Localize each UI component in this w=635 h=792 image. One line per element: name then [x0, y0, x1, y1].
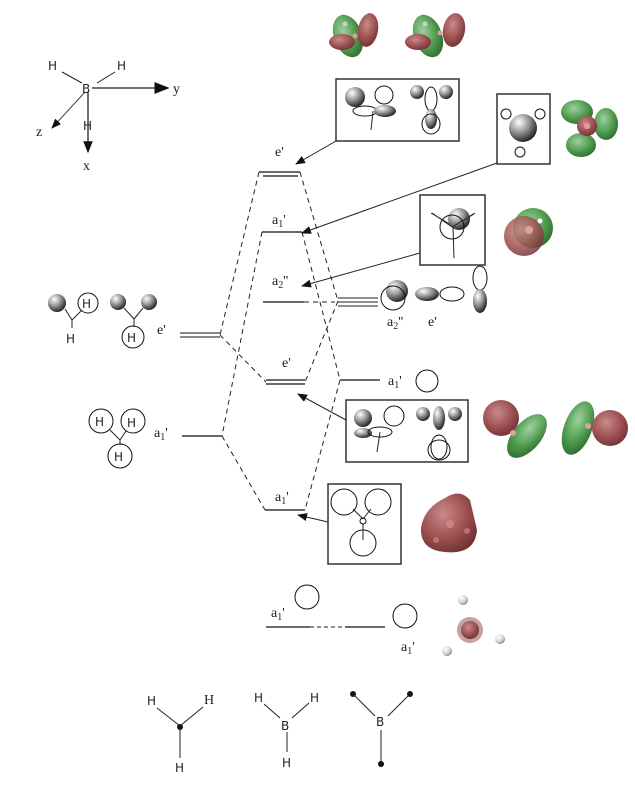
arrow-a1-prime-top	[301, 162, 498, 234]
atom-h: H	[117, 59, 126, 73]
isosurface-a1-prime-bottom	[420, 493, 477, 553]
atom-b: B	[82, 82, 90, 96]
svg-text:H: H	[310, 691, 319, 705]
svg-text:H: H	[66, 332, 75, 346]
atom-h: H	[83, 119, 92, 133]
isosurface-a2-double-prime	[504, 208, 553, 256]
h3-e-prime-salc-1: H H	[48, 292, 99, 346]
label-core-right: a1'	[401, 640, 415, 657]
label-e-prime-top: e'	[275, 145, 284, 160]
svg-text:H: H	[175, 761, 184, 775]
svg-text:H: H	[114, 450, 123, 464]
label-a2-double-prime: a2''	[272, 274, 288, 291]
h3-a1-prime-salc: H H H	[88, 408, 146, 469]
boron-p-orbitals	[380, 265, 488, 313]
bond-line	[61, 71, 83, 84]
arrow-a2-double-prime	[301, 252, 421, 288]
orbital-box-a1-prime-bottom	[327, 483, 402, 565]
label-core-left: a1'	[271, 606, 285, 623]
label-right-a1-prime: a1'	[388, 374, 402, 391]
structure-bh3: H H B H	[254, 691, 319, 770]
svg-text:H: H	[147, 694, 156, 708]
svg-text:B: B	[376, 715, 384, 729]
arrow-a1-prime-bottom	[297, 513, 329, 523]
bond-line	[96, 71, 116, 84]
label-left-a1-prime: a1'	[154, 426, 168, 443]
y-axis-label: y	[173, 82, 180, 97]
label-a1-prime-top: a1'	[272, 213, 286, 230]
label-right-a2-double-prime: a2''	[387, 315, 403, 332]
svg-text:H: H	[204, 693, 214, 708]
correlation-lines	[219, 171, 341, 511]
isosurface-e-prime-mid-1	[483, 400, 547, 458]
label-left-e-prime: e'	[157, 323, 166, 338]
z-axis-arrow	[51, 91, 86, 129]
isosurface-e-prime-mid-2	[561, 401, 628, 455]
svg-text:B: B	[281, 719, 289, 733]
orbital-box-e-prime-top	[335, 78, 460, 142]
structure-b-bonds: B	[350, 691, 413, 767]
arrow-e-prime-top	[295, 140, 337, 165]
boron-2s-orbital	[415, 369, 439, 393]
z-axis-label: z	[36, 125, 42, 140]
isosurface-e-prime-2	[405, 13, 466, 58]
coordinate-axes: H H B H y z x	[36, 59, 180, 174]
h3-e-prime-salc-2: H	[110, 294, 157, 349]
svg-text:H: H	[127, 331, 136, 345]
svg-text:H: H	[127, 416, 136, 430]
label-a1-prime-bottom: a1'	[275, 490, 289, 507]
core-orbital-right	[392, 603, 418, 629]
orbital-box-a2-double-prime	[419, 194, 486, 266]
orbital-box-a1-prime-top	[496, 93, 551, 165]
svg-text:H: H	[254, 691, 263, 705]
label-e-prime-mid: e'	[282, 356, 291, 371]
core-orbital-left	[294, 584, 320, 610]
orbital-box-e-prime-mid	[345, 399, 469, 463]
svg-text:H: H	[95, 415, 104, 429]
svg-text:H: H	[82, 297, 91, 311]
structure-h3: H H H	[147, 693, 214, 775]
svg-text:H: H	[282, 756, 291, 770]
arrow-e-prime-mid	[297, 393, 347, 421]
isosurface-a1-prime-top	[561, 100, 618, 157]
isosurface-e-prime-1	[329, 13, 379, 58]
isosurface-core	[442, 595, 505, 656]
atom-h: H	[48, 59, 57, 73]
x-axis-label: x	[83, 159, 90, 174]
label-right-e-prime: e'	[428, 315, 437, 330]
